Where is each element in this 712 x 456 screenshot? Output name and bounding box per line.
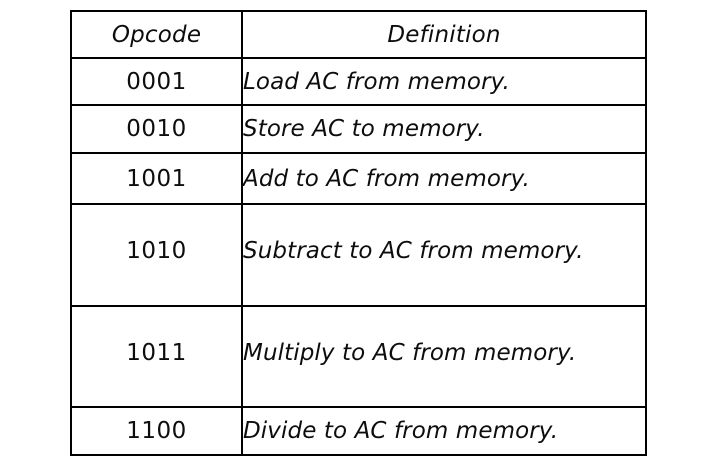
cell-definition: Multiply to AC from memory.: [241, 305, 647, 408]
opcode-definition-table: Opcode Definition 0001 Load AC from memo…: [70, 10, 647, 456]
table-header: Opcode Definition: [70, 10, 647, 59]
cell-opcode: 1100: [70, 406, 243, 456]
column-header-opcode: Opcode: [70, 10, 243, 59]
cell-definition: Subtract to AC from memory.: [241, 203, 647, 307]
table-row: 1010 Subtract to AC from memory.: [70, 203, 647, 307]
cell-definition: Store AC to memory.: [241, 104, 647, 154]
cell-definition: Load AC from memory.: [241, 57, 647, 106]
table-row: 0001 Load AC from memory.: [70, 57, 647, 106]
cell-opcode: 0001: [70, 57, 243, 106]
cell-opcode: 1001: [70, 152, 243, 205]
table-header-row: Opcode Definition: [70, 10, 647, 59]
table-row: 1001 Add to AC from memory.: [70, 152, 647, 205]
table-row: 0010 Store AC to memory.: [70, 104, 647, 154]
column-header-definition: Definition: [241, 10, 647, 59]
cell-opcode: 1011: [70, 305, 243, 408]
table-row: 1011 Multiply to AC from memory.: [70, 305, 647, 408]
page-canvas: Opcode Definition 0001 Load AC from memo…: [70, 10, 647, 456]
cell-definition: Divide to AC from memory.: [241, 406, 647, 456]
cell-opcode: 1010: [70, 203, 243, 307]
cell-opcode: 0010: [70, 104, 243, 154]
table-row: 1100 Divide to AC from memory.: [70, 406, 647, 456]
table-body: 0001 Load AC from memory. 0010 Store AC …: [70, 57, 647, 456]
cell-definition: Add to AC from memory.: [241, 152, 647, 205]
